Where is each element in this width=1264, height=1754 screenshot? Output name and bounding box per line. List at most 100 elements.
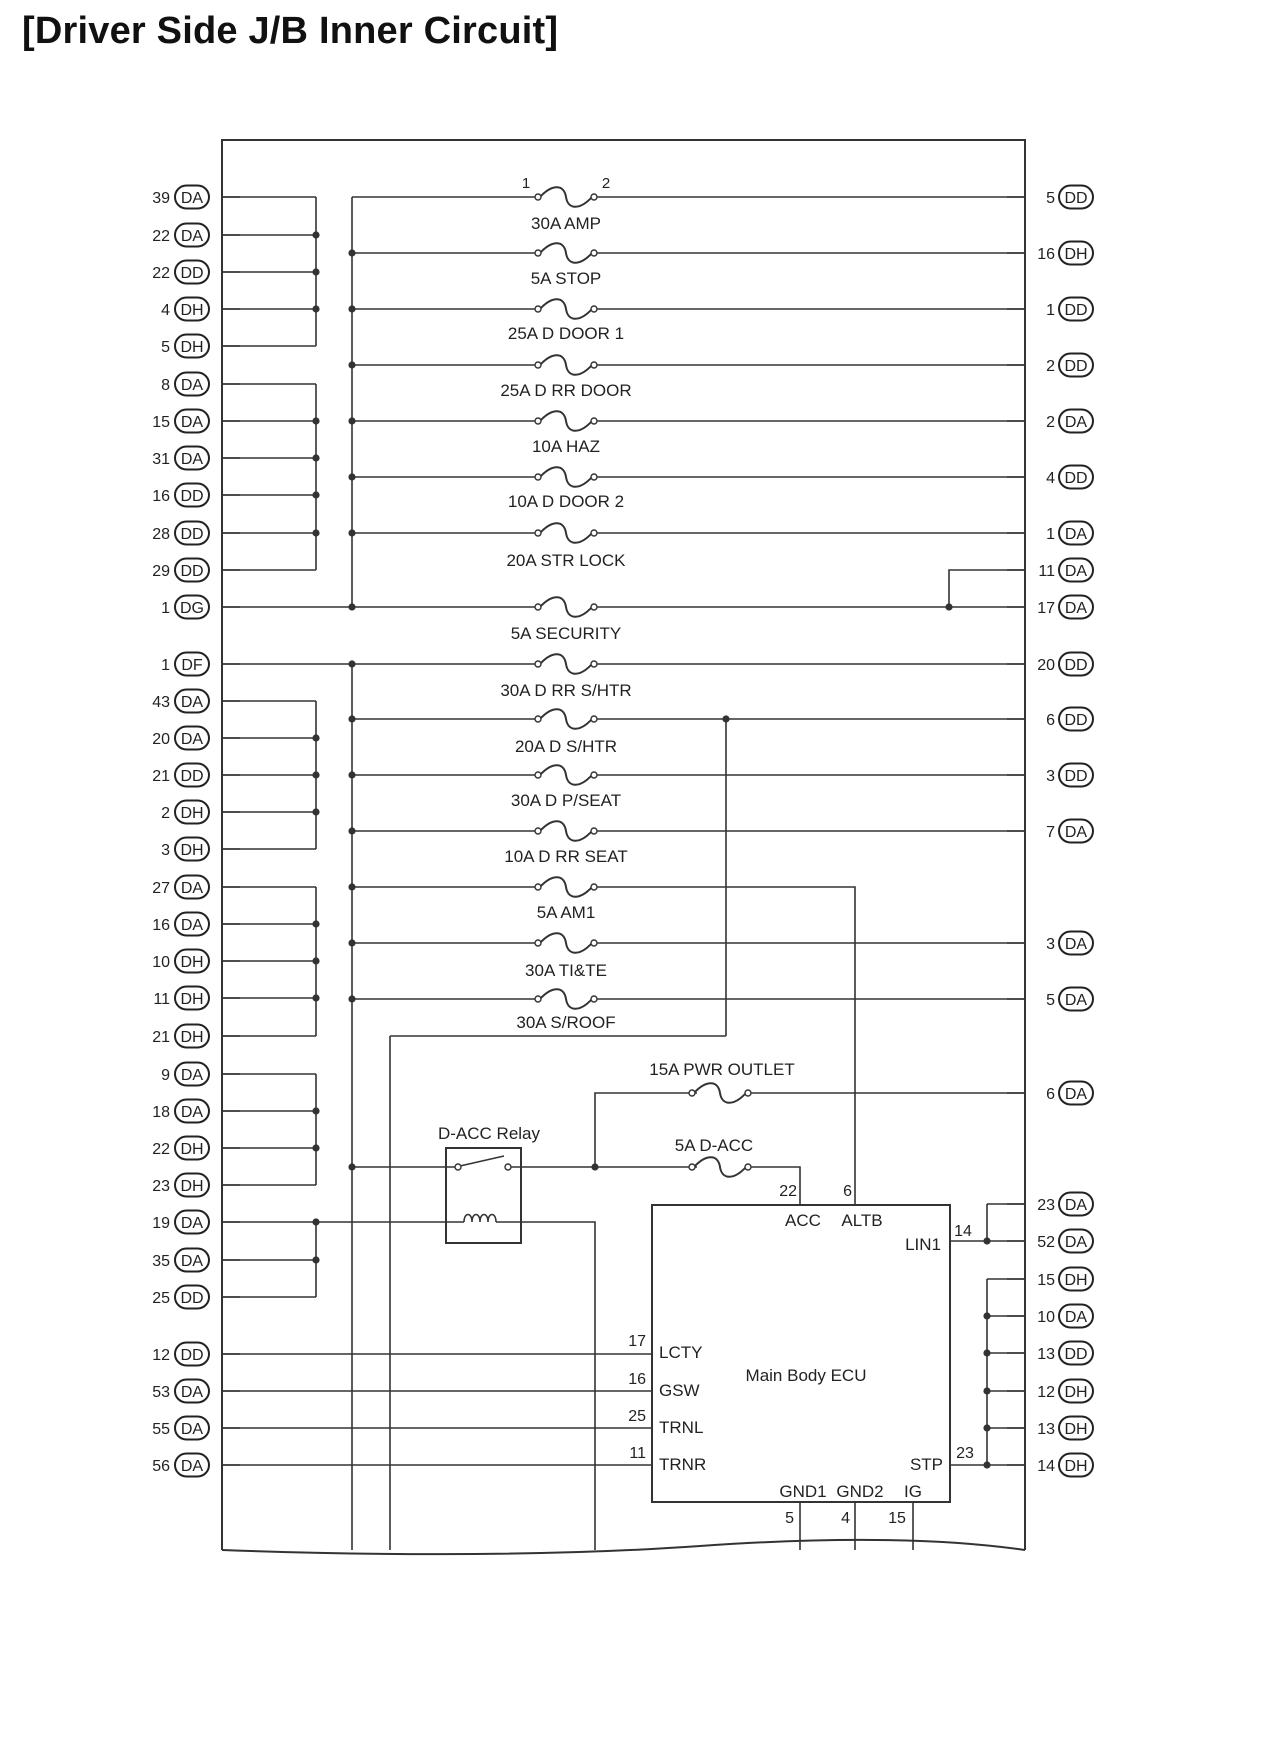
- ecu-pin-name: GND2: [836, 1482, 883, 1501]
- connector-id: DD: [180, 526, 203, 543]
- connector-badge: [1058, 408, 1094, 434]
- fuse-terminal: [590, 660, 598, 668]
- connector-badge: [174, 1452, 210, 1478]
- fuse-terminal: [590, 193, 598, 201]
- connector-badge: [1058, 520, 1094, 546]
- connector-id: DF: [181, 657, 203, 674]
- connector-badge: [174, 874, 210, 900]
- connector-id: DH: [180, 339, 203, 356]
- junction-dot: [983, 1312, 991, 1320]
- right-pin-number: 2: [1046, 414, 1055, 431]
- fuse-symbol: [539, 876, 593, 898]
- fuse-terminal: [590, 603, 598, 611]
- connector-id: DH: [180, 805, 203, 822]
- left-pin-number: 27: [152, 880, 170, 897]
- left-pin-number: 21: [152, 768, 170, 785]
- right-pin-number: 11: [1038, 563, 1055, 580]
- relay-contact: [454, 1163, 462, 1171]
- left-pin-number: 8: [161, 377, 170, 394]
- connector-badge: [1058, 1228, 1094, 1254]
- ecu-pin-number: 23: [956, 1445, 974, 1462]
- fuse-terminal: [534, 660, 542, 668]
- connector-badge: [174, 1284, 210, 1310]
- connector-badge: [174, 482, 210, 508]
- connector-badge: [174, 222, 210, 248]
- fuse-label: 30A TI&TE: [525, 961, 607, 980]
- connector-id: DA: [181, 377, 204, 394]
- connector-id: DA: [181, 451, 204, 468]
- fuse-terminal: [590, 249, 598, 257]
- junction-dot: [312, 231, 320, 239]
- left-pin-number: 43: [152, 694, 170, 711]
- ecu-pin-number: 25: [628, 1408, 646, 1425]
- junction-dot: [312, 771, 320, 779]
- junction-dot: [348, 249, 356, 257]
- connector-badge: [1058, 651, 1094, 677]
- left-pin-number: 16: [152, 488, 170, 505]
- fuse-terminal: [534, 305, 542, 313]
- connector-id: DH: [180, 842, 203, 859]
- connector-id: DA: [181, 1104, 204, 1121]
- connector-badge: [1058, 1266, 1094, 1292]
- connector-id: DH: [1064, 246, 1087, 263]
- left-pin-number: 5: [161, 339, 170, 356]
- fuse-terminal: [534, 771, 542, 779]
- connector-id: DA: [181, 1421, 204, 1438]
- component-layer: [174, 139, 1094, 1556]
- connector-badge: [1058, 1415, 1094, 1441]
- connector-badge: [1058, 240, 1094, 266]
- fuse-terminal: [688, 1089, 696, 1097]
- right-pin-number: 10: [1037, 1309, 1055, 1326]
- ecu-pin-number: 6: [843, 1183, 852, 1200]
- connector-badge: [1058, 296, 1094, 322]
- junction-dot: [348, 603, 356, 611]
- junction-dot: [312, 808, 320, 816]
- ecu-pin-name: LIN1: [905, 1235, 941, 1254]
- wire-layer: [222, 196, 1025, 1550]
- fuse-symbol: [539, 298, 593, 320]
- ecu-pin-number: 11: [629, 1445, 646, 1462]
- fuse-label: 30A D P/SEAT: [511, 791, 621, 810]
- fuse-symbol: [539, 186, 593, 208]
- connector-badge: [174, 948, 210, 974]
- connector-id: DH: [1064, 1384, 1087, 1401]
- fuse-label: 10A HAZ: [532, 437, 600, 456]
- left-pin-number: 28: [152, 526, 170, 543]
- connector-id: DA: [181, 1458, 204, 1475]
- connector-id: DH: [180, 1141, 203, 1158]
- connector-id: DA: [181, 228, 204, 245]
- junction-dot: [983, 1461, 991, 1469]
- fuse-label: 30A S/ROOF: [516, 1013, 615, 1032]
- connector-id: DD: [1064, 1346, 1087, 1363]
- connector-id: DA: [181, 694, 204, 711]
- connector-id: DA: [1065, 526, 1088, 543]
- right-pin-number: 5: [1046, 992, 1055, 1009]
- left-pin-number: 39: [152, 190, 170, 207]
- right-pin-number: 23: [1037, 1197, 1055, 1214]
- junction-dot: [722, 715, 730, 723]
- right-pin-number: 17: [1037, 600, 1055, 617]
- connector-id: DA: [181, 917, 204, 934]
- fuse-symbol: [539, 410, 593, 432]
- connector-badge: [174, 1247, 210, 1273]
- fuse-symbol: [539, 764, 593, 786]
- connector-id: DA: [1065, 936, 1088, 953]
- left-pin-number: 35: [152, 1253, 170, 1270]
- junction-dot: [983, 1424, 991, 1432]
- junction-block-cut-edge: [221, 1538, 1026, 1556]
- connector-badge: [174, 688, 210, 714]
- connector-id: DD: [180, 488, 203, 505]
- connector-id: DA: [1065, 992, 1088, 1009]
- fuse-terminal: [590, 529, 598, 537]
- connector-id: DH: [1064, 1421, 1087, 1438]
- connector-badge: [174, 1172, 210, 1198]
- connector-id: DH: [180, 302, 203, 319]
- junction-dot: [312, 957, 320, 965]
- fuse-terminal: [534, 529, 542, 537]
- connector-badge: [1058, 1191, 1094, 1217]
- connector-id: DA: [1065, 1086, 1088, 1103]
- ecu-label: Main Body ECU: [746, 1366, 867, 1385]
- connector-id: DA: [181, 1384, 204, 1401]
